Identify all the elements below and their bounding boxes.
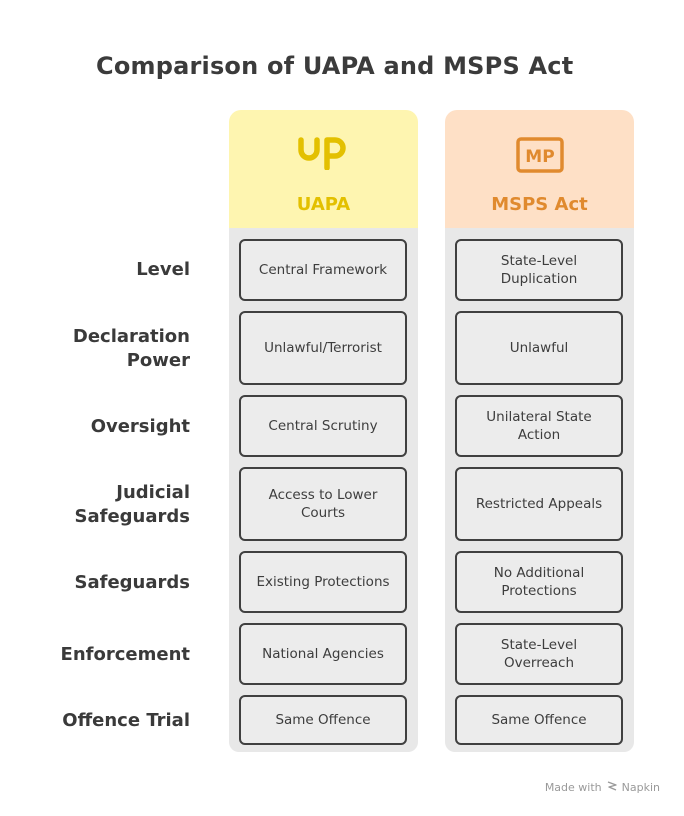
made-with-label: Made with [544, 781, 602, 794]
cell-msps-level: State-Level Duplication [455, 239, 623, 301]
mp-logo-text: MP [525, 147, 554, 167]
row-label-offence-trial: Offence Trial [62, 710, 190, 731]
cell-uapa-level: Central Framework [239, 239, 407, 301]
msps-column-title: MSPS Act [491, 194, 588, 215]
row-label-judicial-safeguards: Judicial Safeguards [74, 482, 190, 527]
mp-logo-icon: MP [445, 136, 634, 178]
uapa-column-header [229, 110, 418, 228]
uapa-column-title: UAPA [296, 194, 351, 215]
cell-uapa-enforcement: National Agencies [239, 623, 407, 685]
cell-msps-judicial-safeguards: Restricted Appeals [455, 467, 623, 541]
cell-msps-enforcement: State-Level Overreach [455, 623, 623, 685]
cell-uapa-declaration-power: Unlawful/Terrorist [239, 311, 407, 385]
msps-column-header: MP [445, 110, 634, 228]
cell-uapa-judicial-safeguards: Access to Lower Courts [239, 467, 407, 541]
cell-uapa-safeguards: Existing Protections [239, 551, 407, 613]
row-label-enforcement: Enforcement [60, 644, 190, 665]
row-label-oversight: Oversight [90, 416, 190, 437]
row-label-level: Level [136, 259, 190, 280]
napkin-attribution[interactable]: Made with Napkin [545, 780, 660, 795]
row-label-safeguards: Safeguards [74, 572, 190, 593]
cell-msps-declaration-power: Unlawful [455, 311, 623, 385]
row-label-declaration-power: Declaration Power [72, 326, 190, 371]
cell-msps-oversight: Unilateral State Action [455, 395, 623, 457]
cell-uapa-offence-trial: Same Offence [239, 695, 407, 745]
cell-msps-offence-trial: Same Offence [455, 695, 623, 745]
cell-uapa-oversight: Central Scrutiny [239, 395, 407, 457]
diagram-title: Comparison of UAPA and MSPS Act [96, 52, 574, 80]
up-logo-icon [229, 136, 418, 174]
napkin-logo-icon [606, 780, 618, 795]
cell-msps-safeguards: No Additional Protections [455, 551, 623, 613]
napkin-brand: Napkin [621, 781, 660, 794]
